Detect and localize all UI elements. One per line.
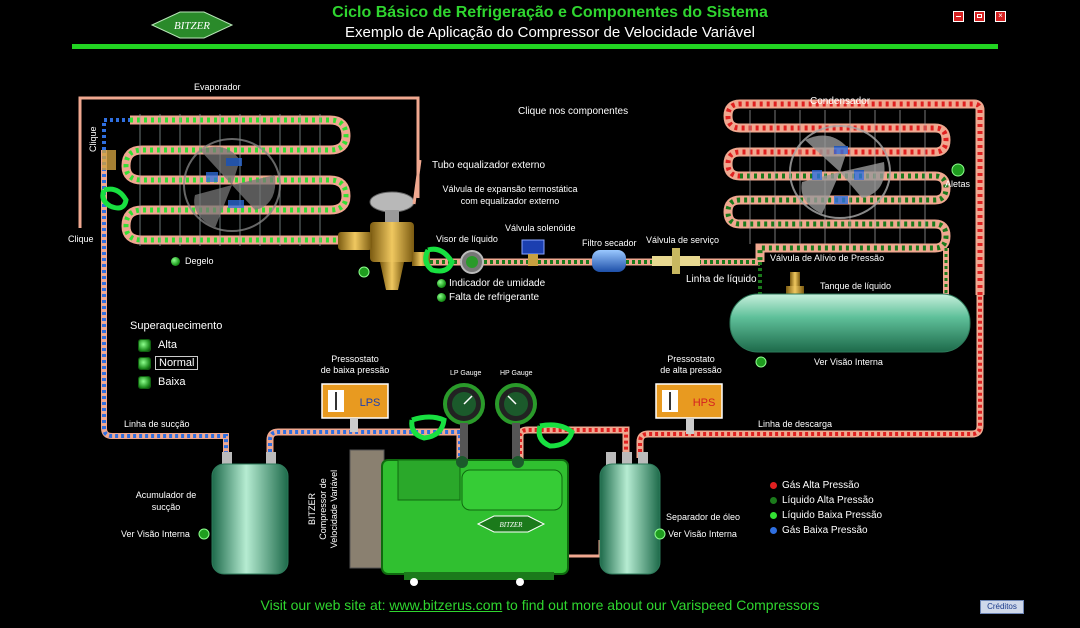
label-tanque-liquido[interactable]: Tanque de líquido (820, 281, 892, 291)
superaquecimento-normal-label[interactable]: Normal (155, 356, 199, 370)
legend-swatch (770, 527, 777, 534)
compressor-icon: BITZER (349, 449, 569, 586)
label-filtro-secador[interactable]: Filtro secador (582, 238, 637, 248)
label-aletas[interactable]: Aletas (945, 179, 971, 189)
footer-suffix: to find out more about our Varispeed Com… (502, 597, 820, 613)
superaquecimento-baixa-label[interactable]: Baixa (158, 376, 186, 388)
label-compressor-2[interactable]: Compressor de (318, 478, 328, 540)
evaporator-fan-icon (183, 138, 281, 232)
low-pressure-switch-icon: LPS (321, 383, 389, 419)
superaquecimento-title: Superaquecimento (130, 320, 223, 332)
annotation-mark (409, 414, 447, 441)
label-pressostato-baixa-2[interactable]: de baixa pressão (320, 365, 390, 375)
label-ver-visao-interna-tanque[interactable]: Ver Visão Interna (814, 357, 883, 367)
label-compressor-1[interactable]: BITZER (307, 493, 317, 526)
annotation-mark (100, 186, 129, 211)
degelo-toggle[interactable] (171, 257, 180, 266)
sight-glass-icon (460, 250, 484, 274)
indicador-umidade-toggle[interactable] (437, 279, 446, 288)
label-pressostato-baixa-1[interactable]: Pressostato (331, 354, 379, 364)
footer-prefix: Visit our web site at: (260, 597, 390, 613)
label-acumulador-2[interactable]: sucção (151, 502, 181, 512)
label-valvula-servico[interactable]: Válvula de serviço (646, 235, 720, 245)
creditos-button[interactable]: Créditos (980, 600, 1024, 614)
label-pressostato-alta-1[interactable]: Pressostato (667, 354, 715, 364)
label-evaporador[interactable]: Evaporador (194, 82, 241, 92)
superaquecimento-alta-label[interactable]: Alta (158, 339, 177, 351)
label-compressor-3[interactable]: Velocidade Variável (329, 469, 339, 549)
label-clique-left[interactable]: Clique (68, 234, 94, 244)
label-lp-gauge[interactable]: LP Gauge (450, 370, 482, 377)
legend-swatch (770, 497, 777, 504)
footer: Visit our web site at: www.bitzerus.com … (0, 597, 1080, 613)
page-title: Ciclo Básico de Refrigeração e Component… (332, 4, 768, 21)
logo-text: BITZER (174, 20, 210, 32)
legend-swatch (770, 512, 777, 519)
bitzer-logo: BITZER (150, 10, 234, 40)
oil-separator (599, 452, 661, 575)
label-visor-liquido[interactable]: Visor de líquido (436, 234, 498, 244)
close-icon[interactable]: × (995, 11, 1006, 22)
header-divider (72, 44, 998, 49)
label-pressostato-alta-2[interactable]: de alta pressão (660, 365, 722, 375)
hp-gauge-icon (495, 383, 537, 461)
service-valve-icon (652, 248, 700, 274)
legend-swatch (770, 482, 777, 489)
liquid-receiver-tank (729, 293, 971, 353)
label-clique-componentes: Clique nos componentes (518, 106, 629, 117)
solenoid-valve-icon (521, 239, 545, 266)
label-valvula-alivio[interactable]: Válvula de Alívio de Pressão (770, 253, 885, 263)
label-ver-visao-interna-separador[interactable]: Ver Visão Interna (668, 529, 737, 539)
superaquecimento-normal-radio[interactable] (138, 357, 151, 370)
label-linha-succao: Linha de sucção (124, 419, 190, 429)
label-separador-oleo[interactable]: Separador de óleo (666, 512, 741, 522)
legend-item: Líquido Alta Pressão (770, 493, 882, 508)
label-acumulador-1[interactable]: Acumulador de (135, 490, 197, 500)
label-linha-descarga: Linha de descarga (758, 419, 833, 429)
minimize-icon[interactable] (953, 11, 964, 22)
svg-text:BITZER: BITZER (500, 521, 524, 529)
high-pressure-switch-icon: HPS (655, 383, 723, 419)
superaquecimento-baixa-radio[interactable] (138, 376, 151, 389)
superaquecimento-alta-radio[interactable] (138, 339, 151, 352)
falta-refrigerante-toggle[interactable] (437, 293, 446, 302)
legend-item: Gás Alta Pressão (770, 478, 882, 493)
legend: Gás Alta Pressão Líquido Alta Pressão Lí… (770, 478, 882, 538)
condenser-fan-icon (789, 125, 891, 219)
lp-gauge-icon (443, 383, 485, 461)
label-falta-refrigerante[interactable]: Falta de refrigerante (449, 292, 540, 303)
label-clique-top[interactable]: Clique (88, 126, 98, 152)
label-condensador[interactable]: Condensador (810, 96, 871, 107)
label-ver-visao-interna-acumulador[interactable]: Ver Visão Interna (121, 529, 190, 539)
label-linha-liquido: Linha de líquido (686, 274, 757, 285)
label-tubo-equalizador[interactable]: Tubo equalizador externo (432, 160, 546, 171)
page-subtitle: Exemplo de Aplicação do Compressor de Ve… (345, 24, 755, 41)
website-link[interactable]: www.bitzerus.com (389, 597, 503, 613)
label-valvula-expansao-1[interactable]: Válvula de expansão termostática (442, 184, 578, 194)
label-degelo[interactable]: Degelo (185, 256, 214, 266)
label-valvula-expansao-2[interactable]: com equalizador externo (460, 196, 560, 206)
svg-text:LPS: LPS (360, 397, 381, 409)
svg-text:HPS: HPS (693, 397, 716, 409)
legend-item: Líquido Baixa Pressão (770, 508, 882, 523)
label-valvula-solenoide[interactable]: Válvula solenóide (505, 223, 576, 233)
annotation-mark (536, 422, 575, 449)
label-indicador-umidade[interactable]: Indicador de umidade (449, 278, 546, 289)
annotation-mark (423, 246, 455, 274)
expansion-valve-icon (338, 159, 430, 290)
label-hp-gauge[interactable]: HP Gauge (500, 370, 533, 377)
maximize-icon[interactable] (974, 11, 985, 22)
pressure-relief-valve-icon (786, 272, 804, 294)
filter-dryer-icon (592, 250, 626, 272)
suction-accumulator (211, 452, 289, 575)
legend-item: Gás Baixa Pressão (770, 523, 882, 538)
